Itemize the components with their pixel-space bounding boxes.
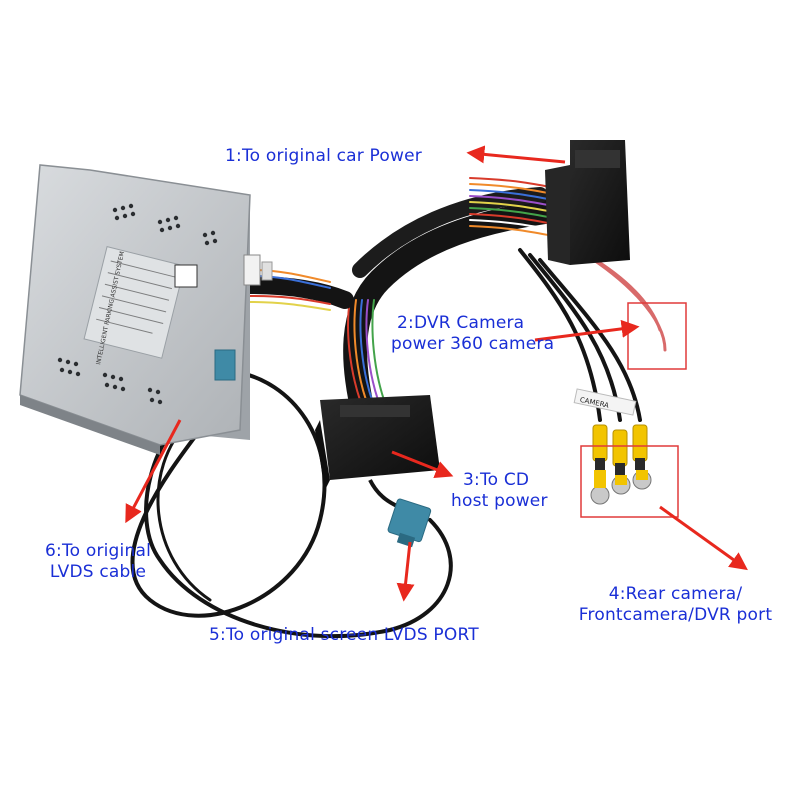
car-power-connector <box>545 140 630 265</box>
arrow-lvds-cable <box>125 419 182 524</box>
vent-holes <box>57 203 218 405</box>
label-dvr-line2: power 360 camera <box>391 334 555 354</box>
arrow-car-power <box>466 145 566 164</box>
module-label-sticker <box>83 246 186 359</box>
main-harness <box>241 177 667 432</box>
label-lvds-cable: 6:To original LVDS cable <box>33 541 163 583</box>
arrow-dvr-power <box>534 319 640 342</box>
label-cd-power: 3:To CD host power <box>451 470 548 512</box>
label-cd-line2: host power <box>451 491 548 511</box>
label-lvds-line2: LVDS cable <box>49 562 147 582</box>
label-rear-camera: 4:Rear camera/ Frontcamera/DVR port <box>563 584 788 626</box>
module-fakra-blue <box>214 349 236 381</box>
label-screen-lvds: 5:To original screen LVDS PORT <box>209 625 479 645</box>
fakra-lvds-connector <box>368 479 432 548</box>
arrow-rear-camera <box>659 505 748 571</box>
qr-code <box>174 264 198 288</box>
cd-host-connector <box>315 395 440 490</box>
arrow-screen-lvds <box>396 541 415 602</box>
module-connector-white <box>243 254 261 286</box>
rca-highlight-box <box>580 445 679 518</box>
label-rear-line1: 4:Rear camera/ <box>608 584 743 604</box>
label-cd-line1: 3:To CD <box>463 470 530 490</box>
parking-assist-module: INTELLIGENT PARKING ASSIST SYSTEM <box>19 164 273 455</box>
label-dvr-power: 2:DVR Camera power 360 camera <box>391 313 554 355</box>
arrow-cd-power <box>391 450 454 479</box>
label-car-power: 1:To original car Power <box>225 146 422 166</box>
label-dvr-line1: 2:DVR Camera <box>397 313 525 333</box>
rca-connectors: CAMERA <box>573 388 652 505</box>
dvr-power-highlight-box <box>627 302 687 370</box>
label-lvds-line1: 6:To original <box>45 541 151 561</box>
label-rear-line2: Frontcamera/DVR port <box>578 605 773 625</box>
callout-arrows <box>125 145 748 602</box>
